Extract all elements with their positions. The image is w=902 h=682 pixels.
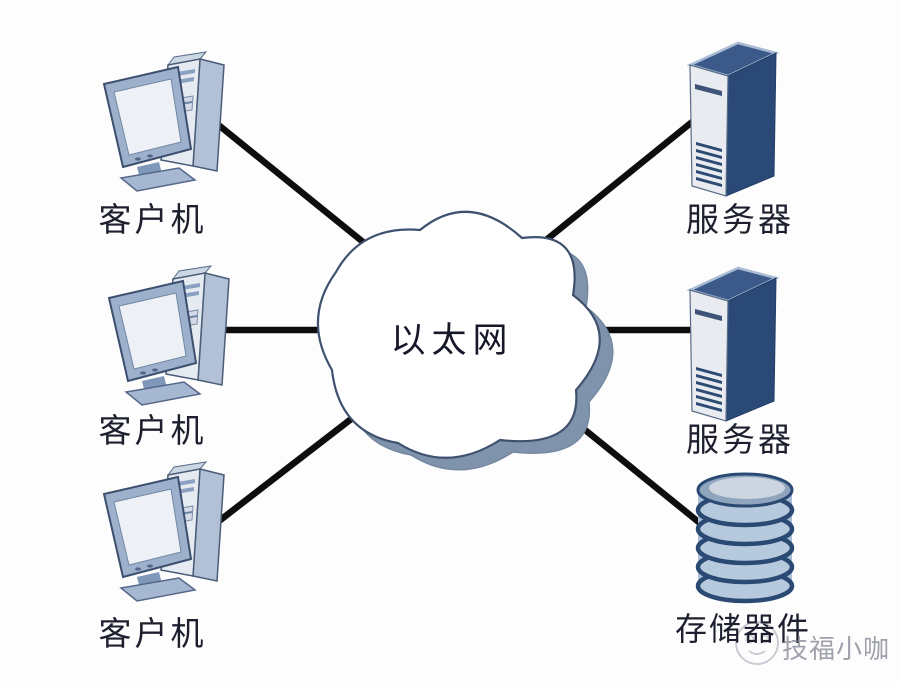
watermark-logo-icon xyxy=(735,621,779,665)
server-1-label: 服务器 xyxy=(686,203,794,239)
cloud-shape xyxy=(316,210,601,459)
client-2-label: 客户机 xyxy=(98,414,207,450)
client-pc-icon-1 xyxy=(103,51,225,192)
client-pc-icon-3 xyxy=(103,461,225,602)
server-icon-1 xyxy=(688,41,778,198)
ethernet-cloud xyxy=(316,210,614,471)
server-icon-2 xyxy=(688,266,778,423)
ethernet-cloud-label: 以太网 xyxy=(390,321,514,360)
connection-line-client3 xyxy=(208,403,370,531)
watermark-text: 技福小咖 xyxy=(782,634,891,664)
connection-line-server1 xyxy=(527,115,700,256)
client-3-label: 客户机 xyxy=(98,617,207,653)
storage-icon xyxy=(698,474,792,601)
client-pc-icon-2 xyxy=(108,265,230,406)
connection-line-client1 xyxy=(197,107,371,249)
client-1-label: 客户机 xyxy=(98,203,207,239)
storage-label: 存储器件 xyxy=(674,611,811,647)
server-2-label: 服务器 xyxy=(686,423,794,459)
